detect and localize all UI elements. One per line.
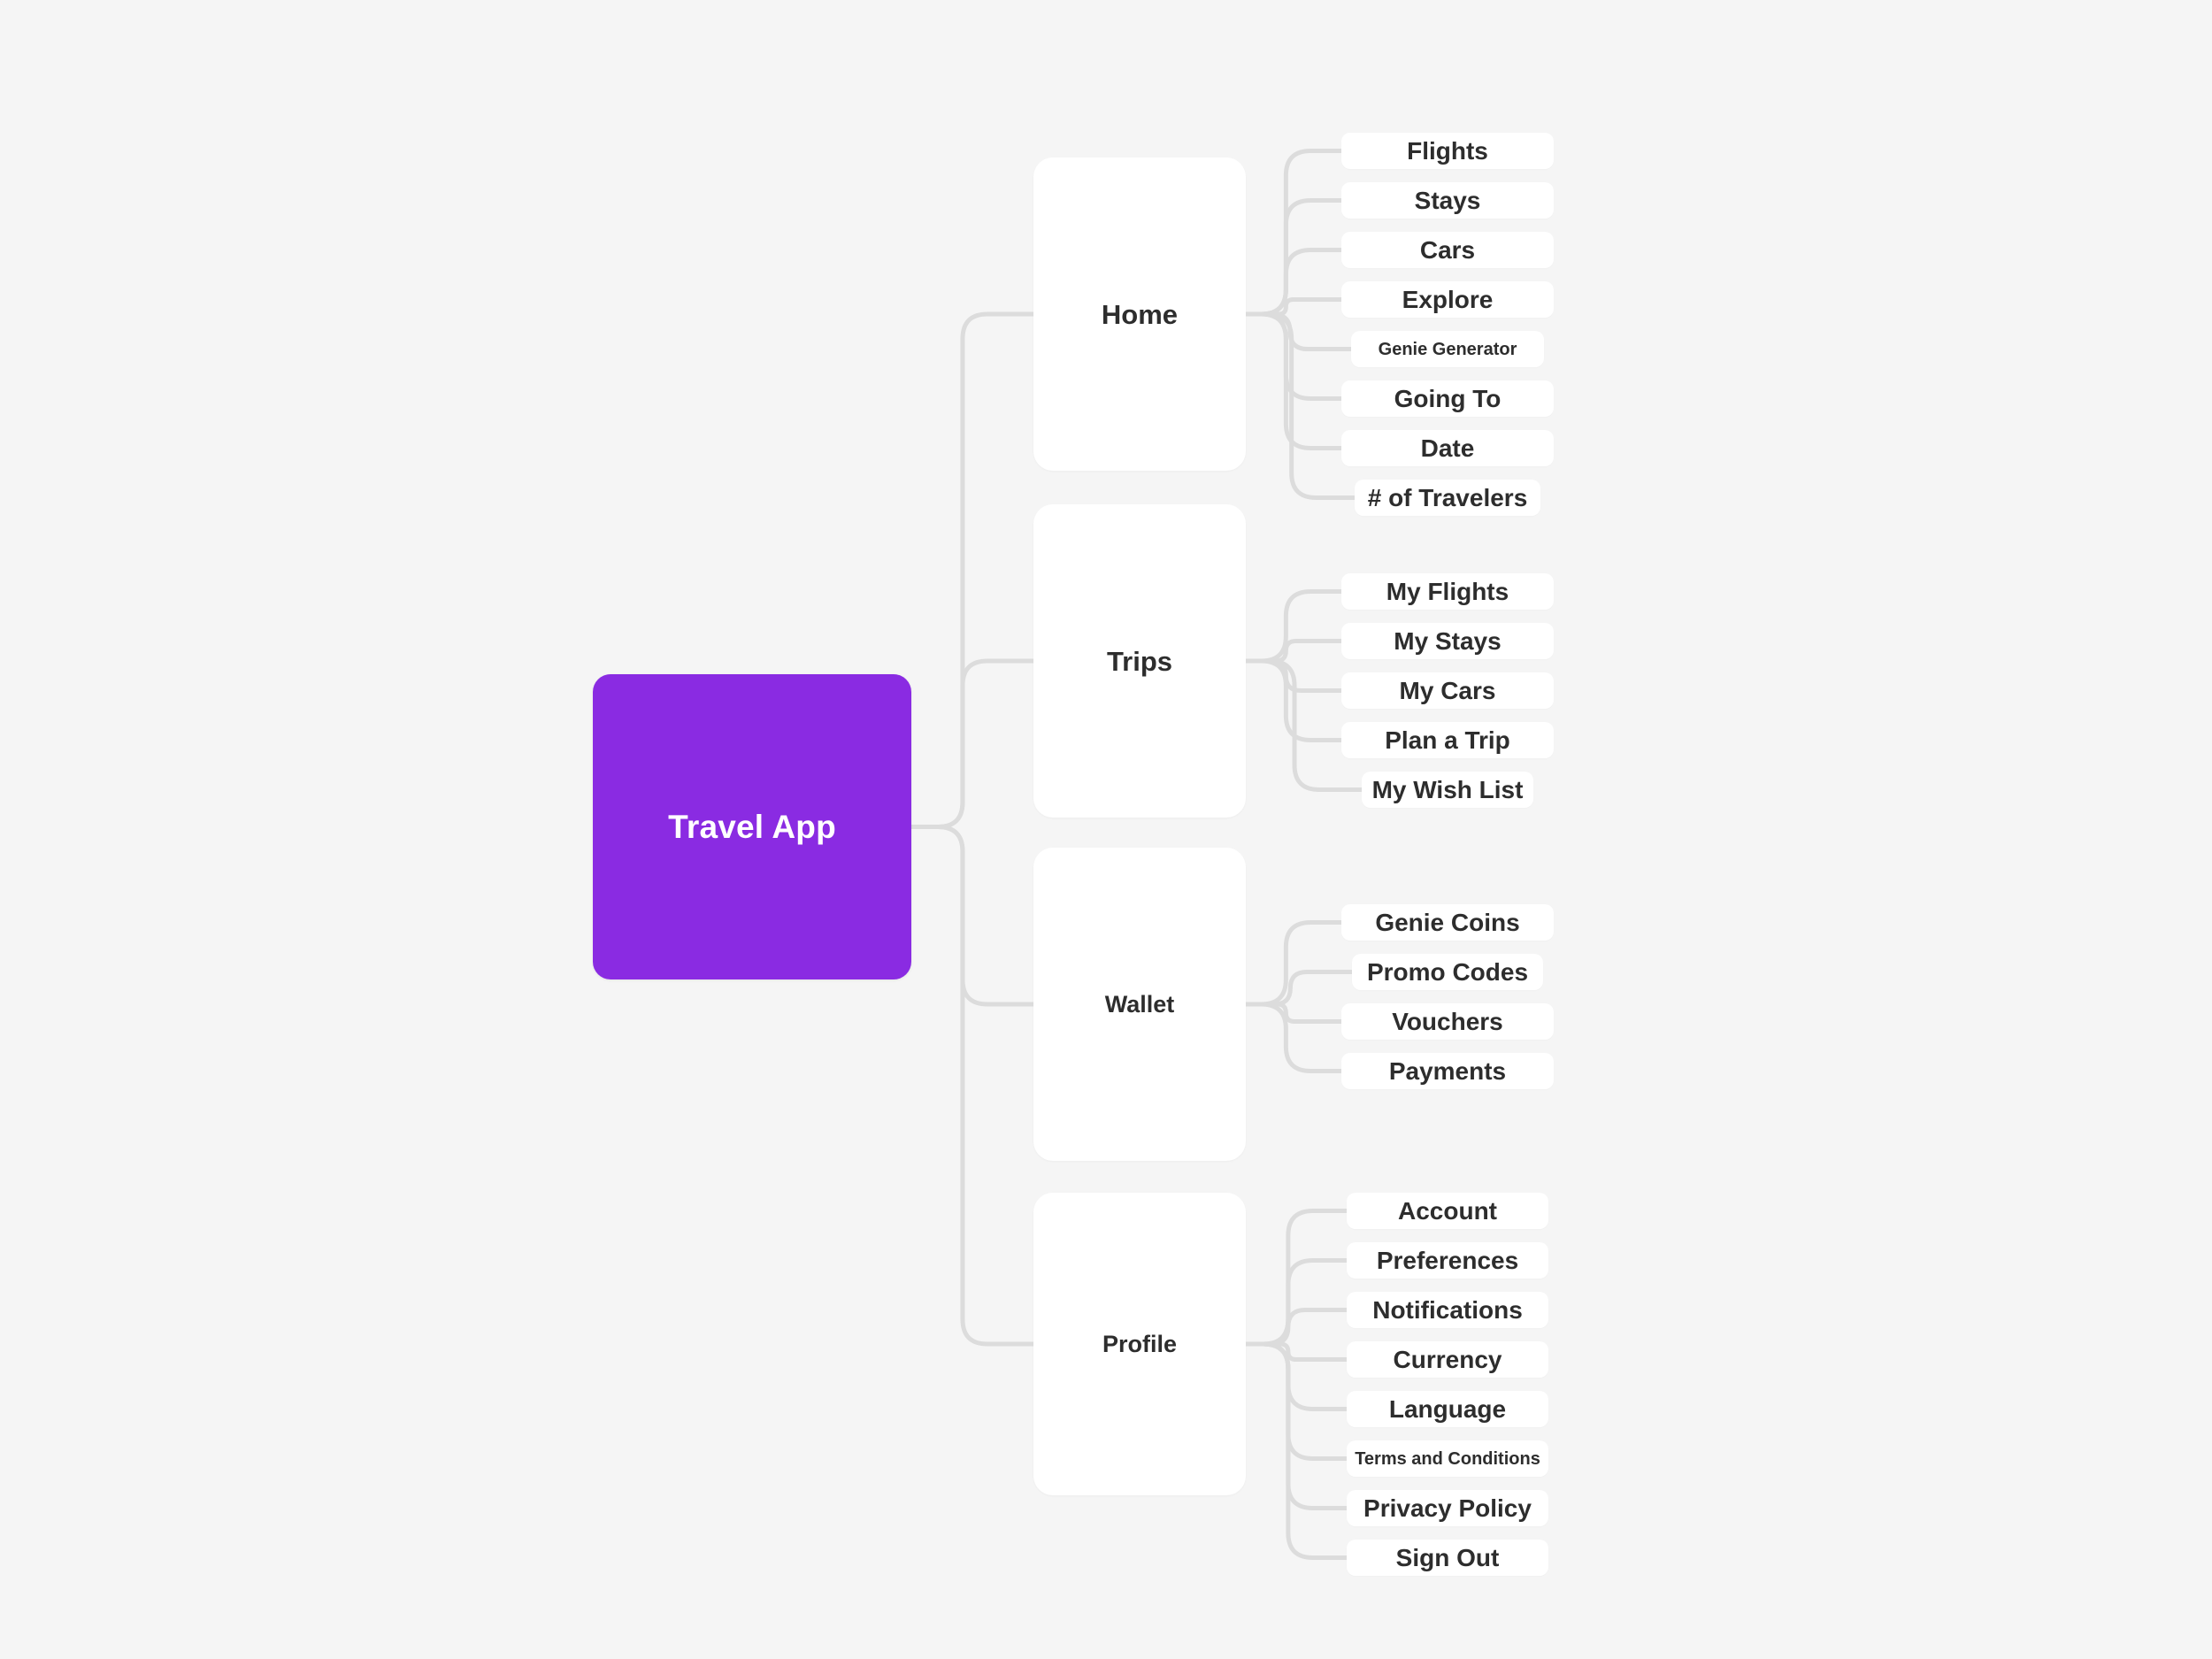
leaf-node-explore[interactable]: Explore bbox=[1341, 281, 1554, 318]
leaf-node-my-flights[interactable]: My Flights bbox=[1341, 573, 1554, 610]
leaf-node-plan-a-trip[interactable]: Plan a Trip bbox=[1341, 722, 1554, 758]
connector-edge bbox=[1243, 1002, 1344, 1024]
branch-node-label: Wallet bbox=[1104, 990, 1175, 1018]
leaf-node-label: Terms and Conditions bbox=[1355, 1448, 1540, 1469]
connector-edge bbox=[1243, 149, 1344, 317]
leaf-node-date[interactable]: Date bbox=[1341, 430, 1554, 466]
connector-edge bbox=[1243, 589, 1344, 664]
leaf-node-label: Currency bbox=[1393, 1345, 1502, 1373]
connector-edge bbox=[1243, 1341, 1349, 1560]
leaf-node-terms-and-conditions[interactable]: Terms and Conditions bbox=[1347, 1440, 1548, 1477]
leaf-node-label: Promo Codes bbox=[1366, 957, 1529, 986]
connector-edge bbox=[1243, 920, 1344, 1007]
leaf-node-vouchers[interactable]: Vouchers bbox=[1341, 1003, 1554, 1040]
connector-edge bbox=[1243, 1341, 1349, 1461]
leaf-node-language[interactable]: Language bbox=[1347, 1391, 1548, 1427]
leaf-node-flights[interactable]: Flights bbox=[1341, 133, 1554, 169]
leaf-node-genie-coins[interactable]: Genie Coins bbox=[1341, 904, 1554, 941]
leaf-node-of-travelers[interactable]: # of Travelers bbox=[1355, 480, 1540, 516]
leaf-node-label: Date bbox=[1420, 434, 1475, 462]
leaf-node-label: Plan a Trip bbox=[1385, 726, 1510, 754]
leaf-node-label: # of Travelers bbox=[1367, 483, 1528, 511]
connector-edge bbox=[1243, 248, 1344, 317]
connector-edge bbox=[909, 825, 1036, 1347]
leaf-node-sign-out[interactable]: Sign Out bbox=[1347, 1540, 1548, 1576]
connector-edge bbox=[1243, 311, 1357, 500]
connector-edge bbox=[1243, 311, 1344, 401]
branch-node-wallet[interactable]: Wallet bbox=[1033, 848, 1246, 1161]
connector-edge bbox=[1243, 658, 1344, 742]
connector-edge bbox=[909, 658, 1036, 829]
leaf-node-promo-codes[interactable]: Promo Codes bbox=[1352, 954, 1543, 990]
leaf-node-label: Notifications bbox=[1372, 1295, 1523, 1324]
leaf-node-my-cars[interactable]: My Cars bbox=[1341, 672, 1554, 709]
connector-edge bbox=[1243, 311, 1344, 450]
connector-edge bbox=[1243, 639, 1344, 664]
leaf-node-label: Flights bbox=[1407, 136, 1488, 165]
leaf-node-label: Privacy Policy bbox=[1363, 1494, 1532, 1522]
connector-edge bbox=[1243, 658, 1344, 693]
leaf-node-label: Vouchers bbox=[1392, 1007, 1503, 1035]
connector-edge bbox=[1243, 970, 1355, 1007]
branch-node-trips[interactable]: Trips bbox=[1033, 504, 1246, 818]
leaf-node-account[interactable]: Account bbox=[1347, 1193, 1548, 1229]
connector-edge bbox=[1243, 1341, 1349, 1510]
connector-edge bbox=[1243, 297, 1344, 317]
branch-node-profile[interactable]: Profile bbox=[1033, 1193, 1246, 1495]
leaf-node-label: Payments bbox=[1388, 1056, 1507, 1085]
connector-edge bbox=[1243, 1002, 1344, 1073]
branch-node-home[interactable]: Home bbox=[1033, 157, 1246, 471]
leaf-node-label: Preferences bbox=[1376, 1246, 1519, 1274]
leaf-node-label: My Flights bbox=[1386, 577, 1509, 605]
leaf-node-my-stays[interactable]: My Stays bbox=[1341, 623, 1554, 659]
leaf-node-going-to[interactable]: Going To bbox=[1341, 380, 1554, 417]
leaf-node-label: Cars bbox=[1419, 235, 1476, 264]
leaf-node-notifications[interactable]: Notifications bbox=[1347, 1292, 1548, 1328]
leaf-node-label: Explore bbox=[1402, 285, 1494, 313]
leaf-node-label: Sign Out bbox=[1395, 1543, 1500, 1571]
branch-node-label: Profile bbox=[1102, 1330, 1178, 1357]
leaf-node-genie-generator[interactable]: Genie Generator bbox=[1351, 331, 1544, 367]
leaf-node-stays[interactable]: Stays bbox=[1341, 182, 1554, 219]
leaf-node-label: My Wish List bbox=[1371, 775, 1524, 803]
leaf-node-label: My Stays bbox=[1394, 626, 1502, 655]
leaf-node-payments[interactable]: Payments bbox=[1341, 1053, 1554, 1089]
connector-edge bbox=[909, 825, 1036, 1007]
leaf-node-preferences[interactable]: Preferences bbox=[1347, 1242, 1548, 1279]
connector-edge bbox=[1243, 311, 1354, 351]
connector-edge bbox=[1243, 1341, 1349, 1362]
branch-node-label: Home bbox=[1101, 298, 1179, 330]
branch-node-label: Trips bbox=[1106, 645, 1173, 677]
connector-edge bbox=[1243, 1209, 1349, 1347]
leaf-node-label: Genie Generator bbox=[1378, 339, 1517, 359]
leaf-node-label: Going To bbox=[1394, 384, 1502, 412]
leaf-node-label: My Cars bbox=[1399, 676, 1496, 704]
connector-edge bbox=[1243, 1341, 1349, 1411]
connector-edge bbox=[1243, 1258, 1349, 1347]
leaf-node-label: Language bbox=[1388, 1394, 1507, 1423]
leaf-node-cars[interactable]: Cars bbox=[1341, 232, 1554, 268]
leaf-node-label: Account bbox=[1398, 1196, 1497, 1225]
connector-edge bbox=[1243, 1308, 1349, 1347]
connector-edge bbox=[909, 311, 1036, 829]
root-node-label: Travel App bbox=[668, 809, 836, 845]
leaf-node-label: Stays bbox=[1414, 186, 1481, 214]
leaf-node-privacy-policy[interactable]: Privacy Policy bbox=[1347, 1490, 1548, 1526]
leaf-node-my-wish-list[interactable]: My Wish List bbox=[1362, 772, 1533, 808]
connector-edge bbox=[1243, 198, 1344, 317]
leaf-node-label: Genie Coins bbox=[1375, 908, 1520, 936]
leaf-node-currency[interactable]: Currency bbox=[1347, 1341, 1548, 1378]
root-node-travel-app[interactable]: Travel App bbox=[593, 674, 911, 979]
